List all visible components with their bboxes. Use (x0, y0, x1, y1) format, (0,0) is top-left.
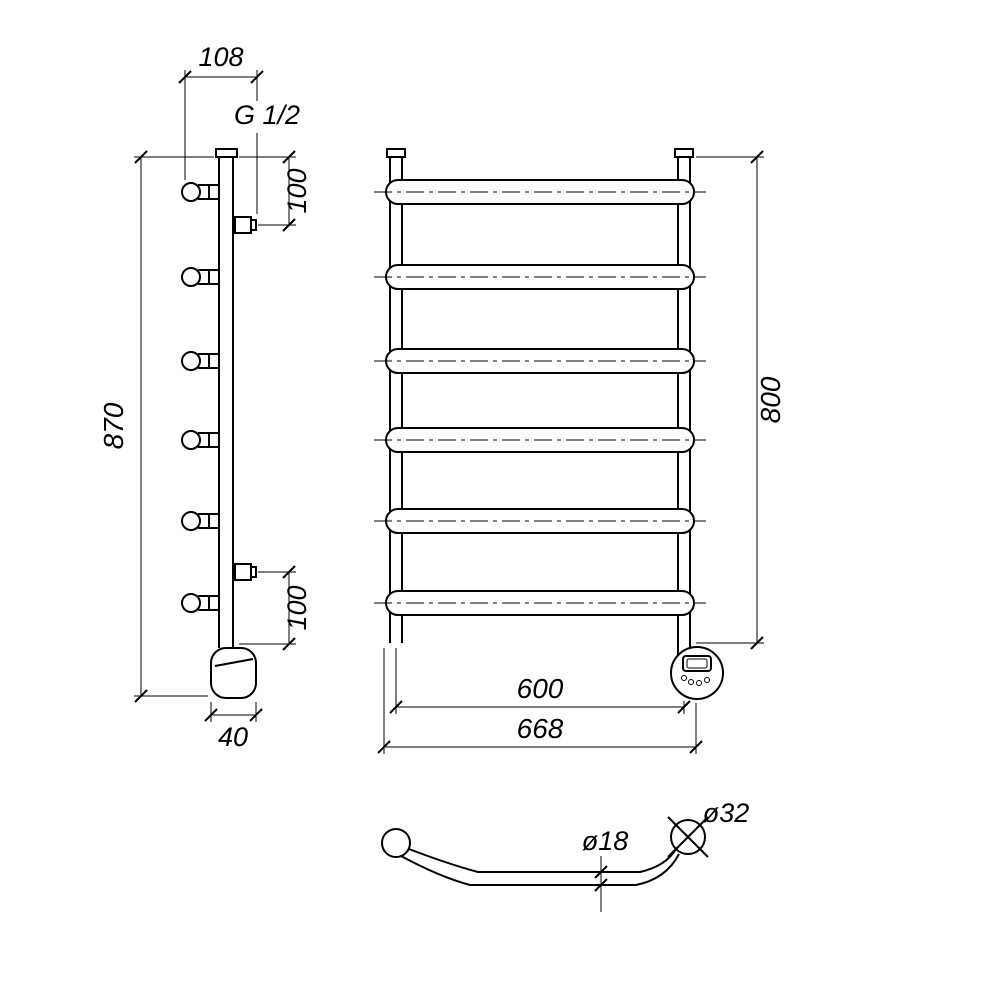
side-view: 870 108 G 1/2 100 (98, 42, 312, 752)
side-bar-6 (181, 593, 219, 613)
dim-label-600: 600 (517, 673, 564, 704)
dim-label-dia18: ø18 (582, 826, 629, 856)
heating-element-side (210, 647, 257, 699)
top-fitting (234, 216, 257, 234)
front-view: 800 600 668 (374, 148, 786, 754)
front-rungs (385, 179, 695, 616)
dim-668: 668 (377, 648, 703, 754)
electric-control-unit (670, 643, 724, 700)
dim-dia18: ø18 (582, 826, 629, 912)
dim-40: 40 (204, 702, 263, 752)
dim-600: 600 (389, 648, 691, 714)
control-display-inner (686, 658, 708, 669)
bottom-fitting (234, 563, 257, 581)
side-post (215, 148, 238, 648)
front-posts (386, 148, 694, 643)
dim-label-100-bottom: 100 (282, 585, 312, 630)
dim-870: 870 (98, 150, 214, 703)
dim-100-top: 100 (239, 150, 312, 232)
side-bar-2 (181, 267, 219, 287)
post-section-circle (667, 816, 709, 858)
dim-dia32: ø32 (703, 798, 750, 828)
dim-800: 800 (696, 150, 786, 650)
side-bar-4 (181, 430, 219, 450)
side-bar-1 (181, 182, 219, 202)
side-bar-5 (181, 511, 219, 531)
control-buttons (681, 675, 710, 686)
dim-108: 108 G 1/2 (178, 42, 300, 214)
dim-label-668: 668 (517, 713, 564, 744)
dim-label-40: 40 (218, 722, 248, 752)
detail-view: ø18 ø32 (381, 798, 750, 912)
dim-label-100-top: 100 (282, 168, 312, 213)
dim-label-800: 800 (755, 376, 786, 423)
detail-bar (381, 828, 680, 886)
dim-label-dia32: ø32 (703, 798, 750, 828)
rung-centerlines (374, 191, 706, 604)
dim-label-870: 870 (98, 402, 129, 449)
thread-label-g12: G 1/2 (234, 100, 300, 130)
bar-end-circle (381, 828, 411, 858)
dim-label-108: 108 (198, 42, 243, 72)
control-display (682, 655, 712, 672)
dim-100-bottom: 100 (239, 565, 312, 651)
side-bar-3 (181, 351, 219, 371)
